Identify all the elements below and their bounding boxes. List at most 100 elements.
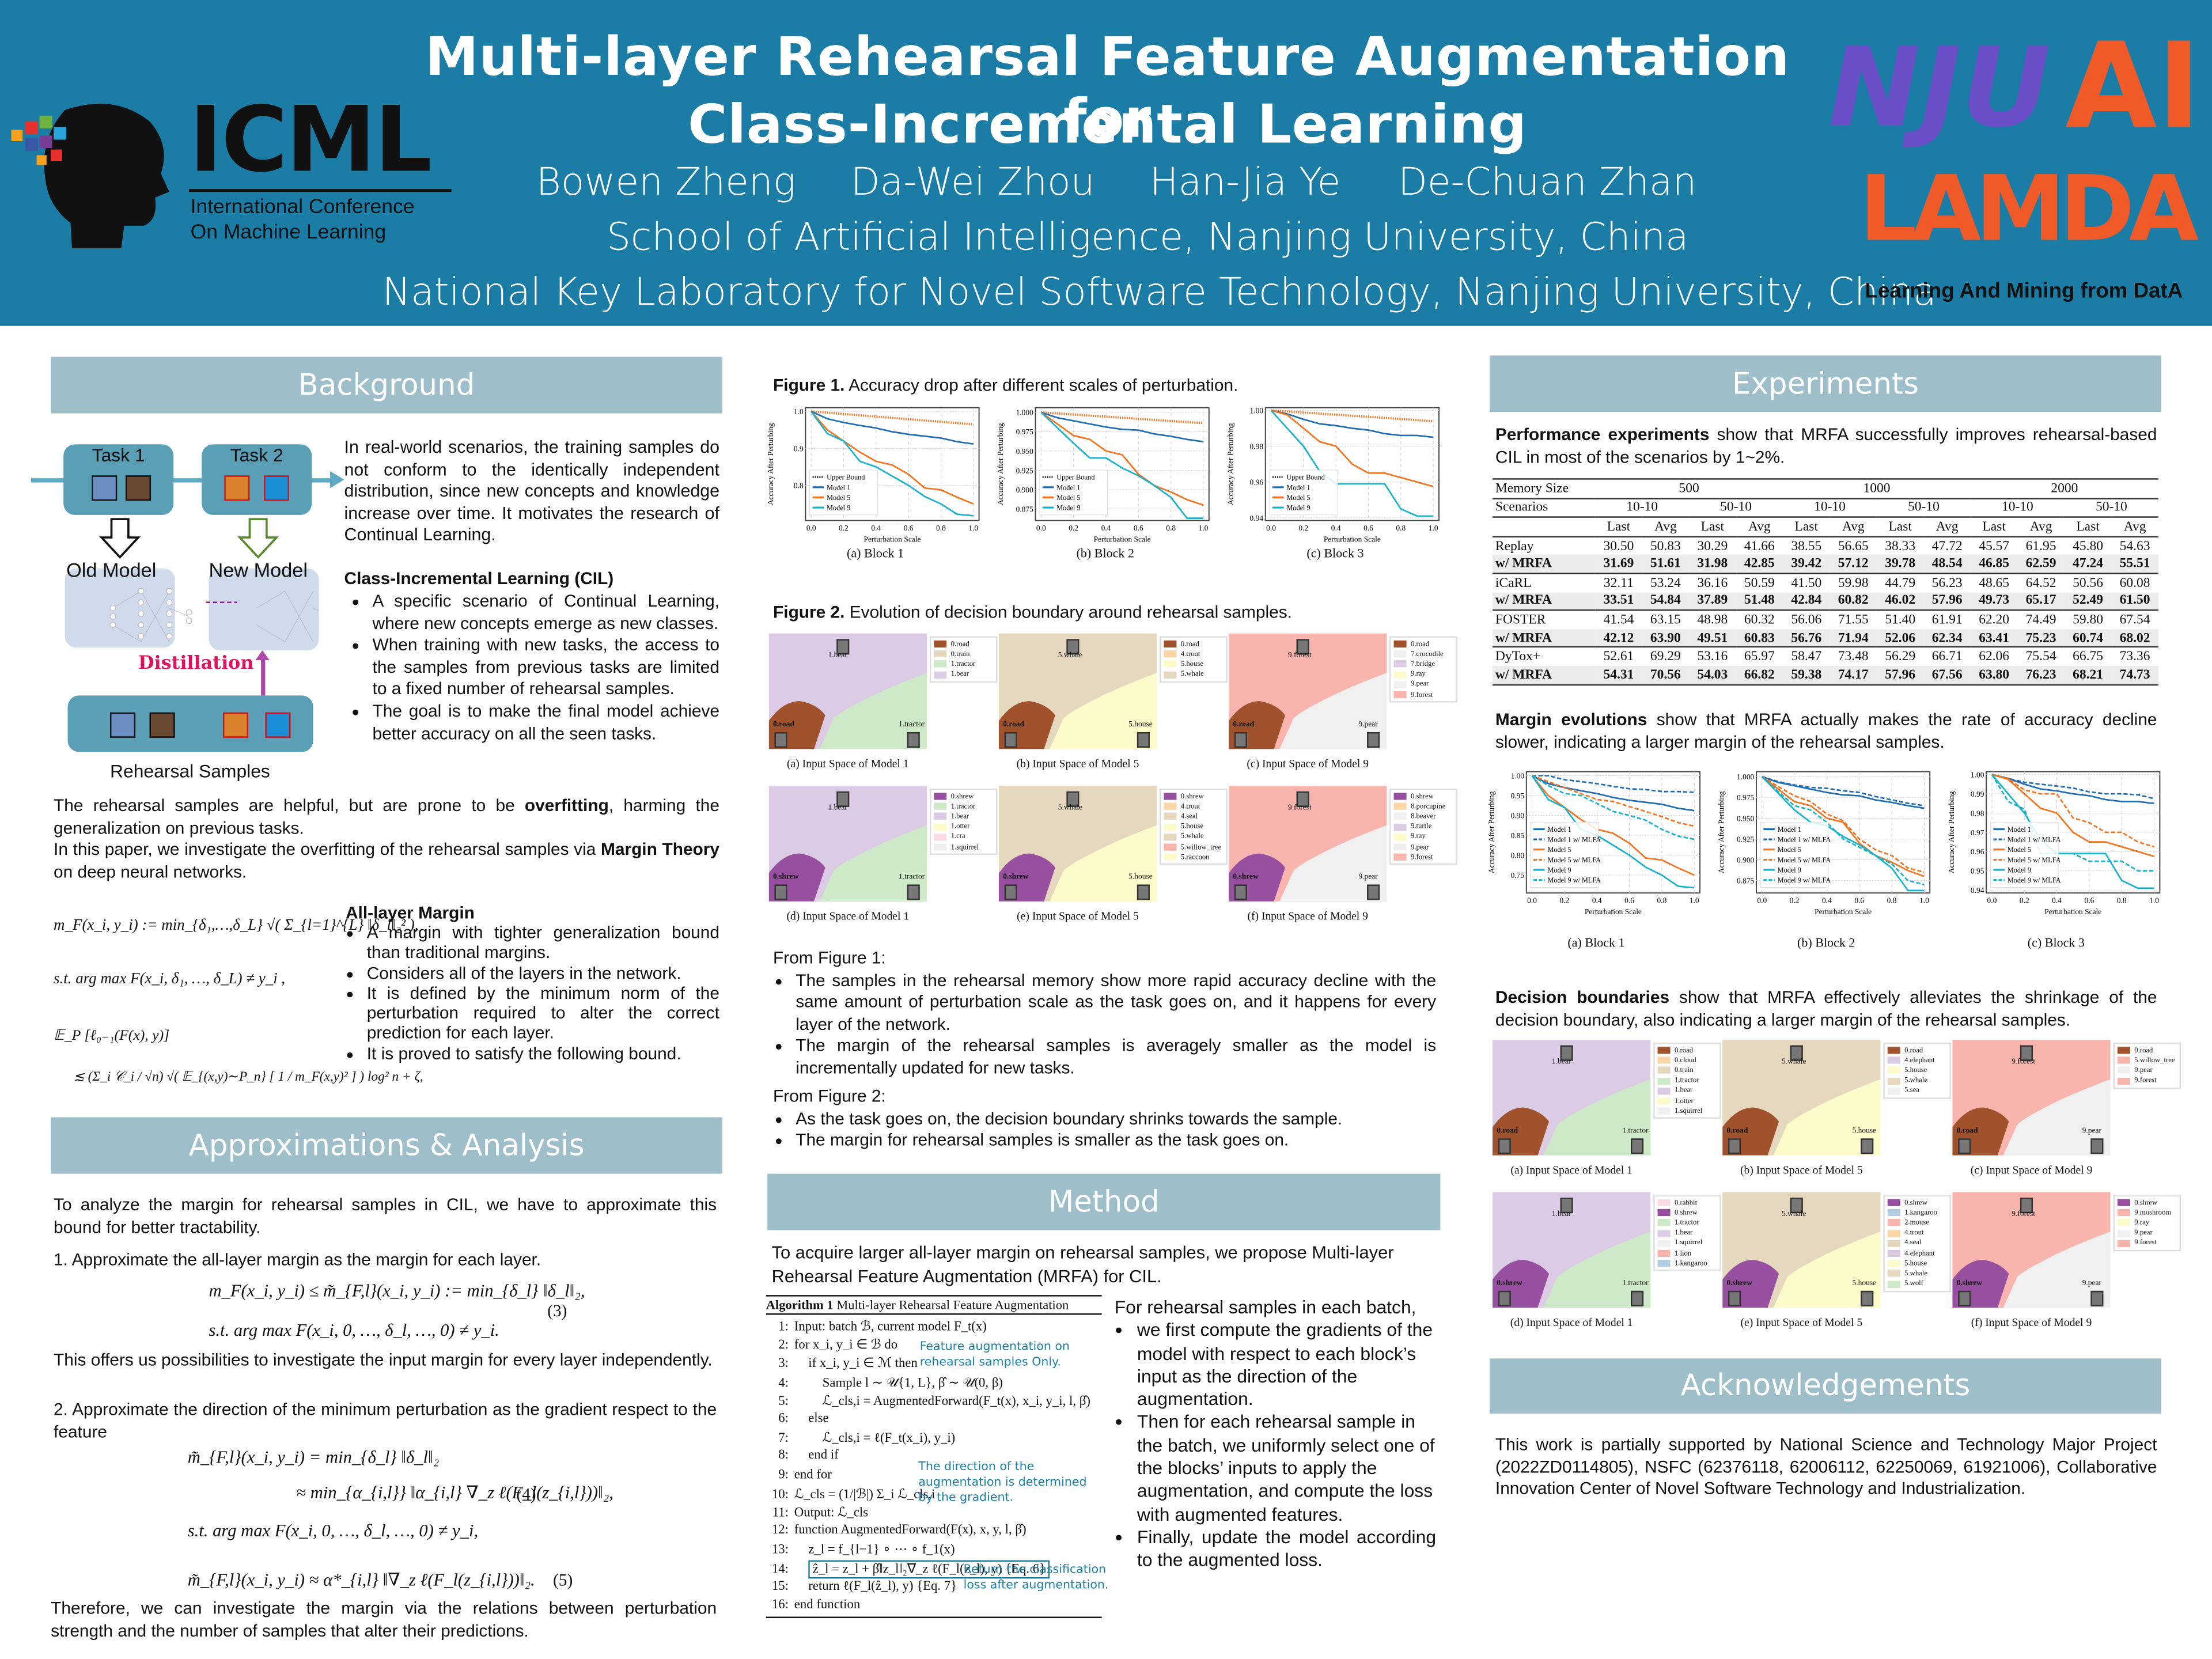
down-arrow-icon [237, 518, 279, 559]
y-tick-label: 0.925 [1016, 466, 1034, 475]
series-line-upper-bound [1041, 411, 1204, 425]
legend-swatch [1164, 833, 1177, 841]
sample-label: 0.road [1497, 1127, 1518, 1136]
sample-thumbnail [1728, 1138, 1741, 1154]
series-line-model-1 [810, 410, 974, 445]
legend-label: 0.shrew [1674, 1209, 1698, 1217]
legend-swatch [1164, 854, 1177, 861]
sample-thumbnail [2020, 1198, 2033, 1214]
region-bottom-right [1279, 673, 1387, 749]
header-cell: 10-10 [1595, 497, 1690, 518]
legend-label: Upper Bound [1286, 474, 1324, 482]
legend-item: 5.house [1887, 1066, 1947, 1076]
author: De-Chuan Zhan [1397, 161, 1697, 205]
legend-item: 1.bear [934, 812, 993, 822]
legend-item: 5.willow_tree [2117, 1055, 2177, 1066]
section-header-experiments: Experiments [1490, 355, 2161, 412]
legend-label: 5.willow_tree [1180, 843, 1222, 852]
algorithm-annotation: Feature augmentation on rehearsal sample… [919, 1339, 1070, 1369]
legend-swatch [1164, 650, 1177, 658]
legend-label: Model 1 [1056, 483, 1080, 491]
x-tick-label: 0.2 [1298, 524, 1308, 532]
sample-label: 0.road [1233, 721, 1255, 730]
value-cell: 41.66 [1736, 536, 1783, 555]
value-cell: 67.54 [2111, 609, 2158, 629]
old-model-label: Old Model [66, 558, 157, 581]
line-text: end for [794, 1468, 832, 1482]
y-tick-label: 0.94 [1971, 886, 1984, 895]
legend-label: 1.squirrel [950, 843, 979, 852]
sample-label: 9.pear [2082, 1279, 2101, 1288]
line-number: 16: [771, 1598, 789, 1612]
sample-label: 5.whale [1058, 652, 1083, 661]
text: show that MRFA successfully improves reh… [1495, 425, 2157, 467]
y-tick-label: 0.94 [1250, 514, 1264, 522]
legend-swatch [1887, 1087, 1900, 1095]
value-cell: 76.23 [2017, 665, 2065, 684]
series-line-model-1-w-mlfa [1991, 774, 2154, 800]
sample-thumbnail [1137, 884, 1150, 900]
legend-swatch [1887, 1270, 1900, 1278]
legend-item: 0.rabbit [1657, 1198, 1717, 1208]
legend-item: 8.beaver [1393, 812, 1453, 822]
legend-item: 9.ray [1393, 669, 1453, 680]
bird-image [110, 712, 136, 738]
legend-label: 9.ray [1410, 670, 1426, 679]
x-tick-label: 0.0 [1527, 896, 1537, 904]
sample-thumbnail [1234, 884, 1247, 900]
line-text: Sample l ∼ 𝒰{1, L}, β̂ ∼ 𝒰(0, β) [822, 1376, 1003, 1391]
legend-swatch [934, 813, 947, 821]
sample-thumbnail [774, 884, 787, 900]
value-cell: 65.97 [1736, 646, 1783, 666]
legend-label: 0.shrew [950, 792, 974, 801]
sample-thumbnail [1367, 732, 1380, 748]
legend-swatch [1887, 1077, 1900, 1085]
x-tick-label: 0.0 [1266, 524, 1276, 532]
y-tick-label: 0.925 [1737, 835, 1755, 843]
legend-swatch [1393, 854, 1407, 861]
figure-1-caption: Figure 1. Accuracy drop after different … [773, 375, 1436, 397]
sample-label: 1.tractor [899, 873, 925, 882]
header-cell: Avg [1923, 516, 1971, 537]
line-text: Output: ℒ_cls [794, 1506, 869, 1521]
legend-item: 9.pear [1393, 842, 1453, 853]
value-cell: 62.34 [1923, 628, 1971, 647]
equation-constraint: s.t. arg max F(x_i, δ₁, …, δ_L) ≠ y_i , [54, 970, 286, 988]
series-line-model-5-w-mlfa [1532, 775, 1695, 827]
algorithm-line: 5:ℒ_cls,i = AugmentedForward(F_t(x), x_i… [766, 1393, 1102, 1412]
legend-item: 4.elephant [1887, 1248, 1947, 1259]
value-cell: 48.54 [1923, 555, 1971, 574]
legend-label: Model 5 [1286, 494, 1310, 502]
value-cell: 71.55 [1830, 609, 1877, 629]
legend-label: 1.bear [950, 812, 969, 821]
legend-label: 5.house [1904, 1066, 1927, 1075]
equation-3-line-2: s.t. arg max F(x_i, 0, …, δ_l, …, 0) ≠ y… [209, 1320, 499, 1340]
value-cell: 54.84 [1642, 592, 1690, 611]
caption-text: Evolution of decision boundary around re… [844, 602, 1292, 623]
value-cell: 39.42 [1783, 555, 1830, 574]
method-cell: iCaRL [1493, 573, 1596, 592]
legend-swatch [1887, 1229, 1900, 1237]
legend-swatch [934, 661, 947, 668]
value-cell: 57.96 [1876, 665, 1924, 684]
approx-step-2: 2. Approximate the direction of the mini… [54, 1399, 717, 1441]
nju-logo-text: NJU [1828, 25, 2051, 153]
legend-item: 9.pear [1393, 680, 1453, 690]
x-tick-label: 0.6 [1854, 896, 1864, 904]
line-number: 7: [778, 1432, 789, 1446]
distillation-label: Distillation [138, 653, 254, 675]
algorithm-line: 12:function AugmentedForward(F(x), x, y,… [766, 1524, 1102, 1542]
value-cell: 75.54 [2017, 646, 2065, 666]
subfigure-caption: (f) Input Space of Model 9 [1971, 1316, 2092, 1329]
legend-swatch [1393, 793, 1407, 800]
legend-item: 1.tractor [1657, 1076, 1717, 1086]
legend-label: 4.trout [1180, 650, 1200, 659]
x-tick-label: 0.4 [871, 524, 881, 532]
